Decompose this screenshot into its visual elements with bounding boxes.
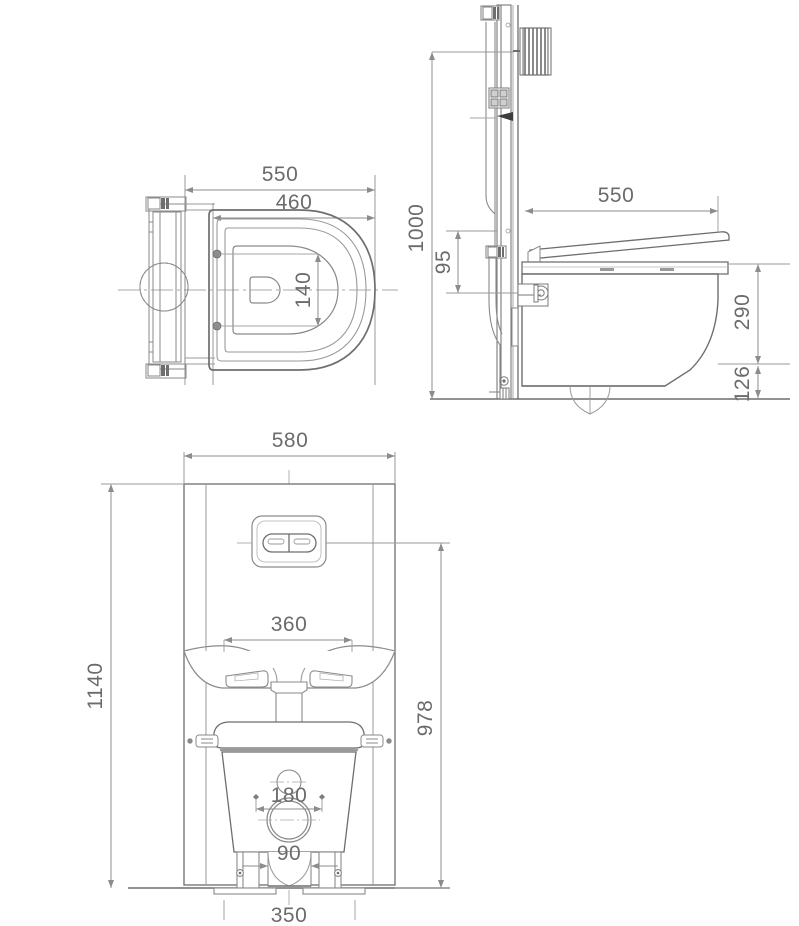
- toilet-seat-side: [521, 261, 729, 275]
- inspection-opening-grille: [519, 27, 552, 76]
- front-elevation-view: 580 1140 978 360 180: [84, 429, 450, 926]
- dimension-side-126: 126: [731, 366, 761, 403]
- frame-feet-front: [213, 851, 366, 895]
- seat-hinge-bosses: [212, 249, 318, 331]
- pan-seat-ring: [216, 218, 367, 362]
- dimension-top-460: 460: [213, 191, 375, 221]
- dimension-label-1000: 1000: [405, 204, 428, 253]
- dimension-front-978: 978: [395, 542, 450, 889]
- dimension-label-360: 360: [271, 613, 308, 636]
- dimension-top-140: 140: [292, 254, 321, 326]
- flush-plate-front[interactable]: [237, 515, 420, 568]
- dimension-label-126: 126: [731, 366, 754, 403]
- frame-side-plate: [511, 307, 519, 347]
- pan-inlet-connector-side: [517, 283, 549, 307]
- dimension-front-90: 90: [242, 842, 338, 870]
- dimension-label-140: 140: [292, 272, 315, 309]
- dimension-front-360: 360: [223, 613, 353, 652]
- wall-bracket-plate: [139, 203, 189, 370]
- dimension-side-95: 95: [432, 230, 518, 294]
- concealed-cistern-side: [480, 5, 511, 246]
- bowl-opening-plan: [232, 245, 339, 335]
- dimension-side-1000: 1000: [405, 51, 513, 399]
- flush-valve-block-side: [488, 87, 510, 109]
- waste-pipe-bend-side: [485, 245, 507, 393]
- dimension-side-290: 290: [718, 263, 790, 365]
- dimension-label-978: 978: [414, 700, 437, 737]
- pan-fixing-brackets-front: [187, 734, 392, 748]
- dimension-label-550-top: 550: [262, 163, 299, 186]
- frame-vertical-rail: [496, 4, 512, 400]
- flush-pointer-marker: [497, 112, 513, 121]
- dimension-label-180: 180: [271, 784, 308, 807]
- dimension-label-350: 350: [271, 904, 308, 926]
- toilet-neck-front: [270, 681, 308, 728]
- dimension-front-180: 180: [255, 784, 323, 812]
- dimension-label-90: 90: [277, 842, 301, 865]
- dimension-label-290: 290: [731, 294, 754, 331]
- frame-foot-side: [499, 376, 510, 400]
- dimension-front-1140: 1140: [84, 483, 184, 888]
- toilet-seat-front: [213, 721, 365, 754]
- bracket-fixing-lug-bottom: [145, 363, 187, 379]
- dimension-side-550: 550: [525, 184, 719, 232]
- dimension-front-580: 580: [184, 429, 395, 459]
- side-elevation-view: 1000 95 550 290 126: [405, 4, 790, 415]
- toilet-lid-side: [529, 231, 730, 260]
- dimension-label-460-top: 460: [276, 191, 313, 214]
- top-plan-view: 550 460: [118, 163, 398, 385]
- toilet-bowl-side: [521, 273, 719, 387]
- dimension-label-550-side: 550: [598, 184, 635, 207]
- bowl-inner-pocket: [249, 276, 281, 304]
- dimension-label-580: 580: [272, 429, 309, 452]
- seat-hinge-front: [225, 667, 353, 688]
- pan-outline-plan: [208, 209, 376, 371]
- dimension-label-95: 95: [432, 250, 455, 274]
- toilet-pan-side-profile: [521, 231, 730, 415]
- dimension-label-1140: 1140: [84, 662, 107, 709]
- dimension-front-350: 350: [223, 900, 356, 926]
- dimension-top-550: 550: [185, 163, 375, 193]
- bracket-link-plate: [185, 203, 215, 365]
